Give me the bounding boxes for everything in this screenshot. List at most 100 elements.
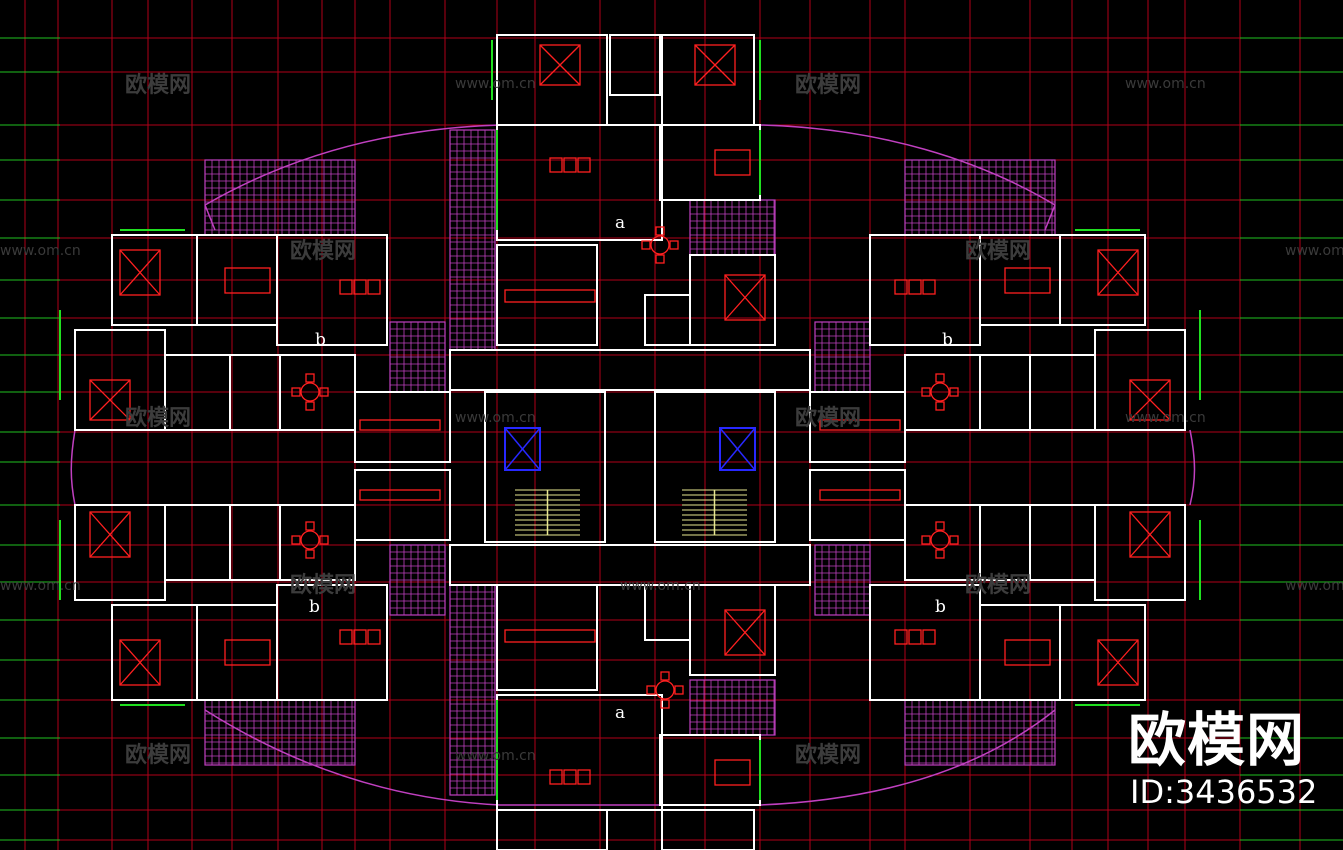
chair bbox=[305, 521, 315, 531]
watermark-logo: 欧模网 bbox=[290, 572, 356, 598]
watermark-url: www.om.cn bbox=[455, 76, 536, 92]
room-wall bbox=[979, 604, 1061, 701]
bed-line bbox=[119, 249, 161, 296]
chair bbox=[935, 401, 945, 411]
bed bbox=[539, 44, 581, 86]
chair bbox=[655, 254, 665, 264]
watermark-url: www.om.cn bbox=[1285, 578, 1343, 594]
bed bbox=[1097, 639, 1139, 686]
room-wall bbox=[1029, 504, 1096, 581]
room-wall bbox=[449, 349, 811, 391]
dining-table bbox=[655, 680, 675, 700]
bed-line bbox=[89, 511, 131, 558]
room-wall bbox=[279, 504, 356, 581]
unit-label-upper-right: b bbox=[942, 330, 953, 350]
sofa bbox=[894, 279, 908, 295]
sofa bbox=[908, 629, 922, 645]
sofa bbox=[353, 629, 367, 645]
dining-table bbox=[650, 235, 670, 255]
chair bbox=[935, 549, 945, 559]
chair bbox=[319, 387, 329, 397]
desk bbox=[224, 267, 271, 294]
chair bbox=[660, 699, 670, 709]
room-wall bbox=[449, 544, 811, 586]
chair bbox=[291, 387, 301, 397]
chair bbox=[291, 535, 301, 545]
room-wall bbox=[354, 391, 451, 463]
bed-line bbox=[1129, 511, 1171, 558]
unit-label-lower-left: b bbox=[309, 597, 320, 617]
chair bbox=[949, 387, 959, 397]
sofa bbox=[549, 157, 563, 173]
room-wall bbox=[196, 604, 278, 701]
hatch-area bbox=[204, 159, 356, 236]
counter bbox=[819, 489, 901, 501]
watermark-url: www.om.cn bbox=[455, 410, 536, 426]
sofa bbox=[563, 157, 577, 173]
room-wall bbox=[904, 504, 981, 581]
elevator-cross bbox=[719, 427, 756, 471]
chair bbox=[949, 535, 959, 545]
room-wall bbox=[979, 504, 1031, 581]
room-wall bbox=[164, 504, 231, 581]
room-wall bbox=[659, 734, 761, 806]
bed-line bbox=[694, 44, 736, 86]
room-wall bbox=[1059, 234, 1146, 326]
dining-table bbox=[300, 530, 320, 550]
bed bbox=[119, 249, 161, 296]
chair bbox=[305, 401, 315, 411]
sofa bbox=[894, 629, 908, 645]
room-wall bbox=[644, 294, 691, 346]
watermark-url: www.om.cn bbox=[620, 578, 701, 594]
room-wall bbox=[1059, 604, 1146, 701]
watermark-logo: 欧模网 bbox=[795, 742, 861, 768]
hatch-area bbox=[904, 699, 1056, 766]
watermark-url: www.om.cn bbox=[455, 748, 536, 764]
hatch-area bbox=[689, 199, 776, 256]
chair bbox=[646, 685, 656, 695]
bed-line bbox=[724, 274, 766, 321]
dining-table bbox=[930, 530, 950, 550]
hatch-area bbox=[904, 159, 1056, 236]
bed-line bbox=[89, 379, 131, 421]
counter bbox=[819, 419, 901, 431]
watermarks: 欧模网 欧模网 欧模网 欧模网 欧模网 欧模网 欧模网 欧模网 欧模网 欧模网 … bbox=[0, 72, 1343, 768]
furniture bbox=[89, 44, 1171, 786]
desk bbox=[1004, 639, 1051, 666]
room-wall bbox=[689, 254, 776, 346]
watermark-url: www.om.cn bbox=[1125, 76, 1206, 92]
sofa bbox=[577, 769, 591, 785]
dining-table bbox=[300, 382, 320, 402]
bed bbox=[119, 639, 161, 686]
unit-label-bottom: a bbox=[615, 703, 625, 723]
unit-label-upper-left: b bbox=[315, 330, 326, 350]
sofa bbox=[353, 279, 367, 295]
walls bbox=[74, 34, 1186, 850]
bed-line bbox=[1097, 639, 1139, 686]
sofa bbox=[367, 279, 381, 295]
desk bbox=[714, 149, 751, 176]
core bbox=[504, 427, 756, 536]
bed-line bbox=[1129, 379, 1171, 421]
room-wall bbox=[276, 584, 388, 701]
room-wall bbox=[1094, 504, 1186, 601]
sofa bbox=[922, 279, 936, 295]
sofa bbox=[367, 629, 381, 645]
room-wall bbox=[659, 124, 761, 201]
room-wall bbox=[496, 584, 598, 691]
desk bbox=[1004, 267, 1051, 294]
bed-line bbox=[119, 639, 161, 686]
chair bbox=[305, 373, 315, 383]
room-wall bbox=[809, 469, 906, 541]
room-wall bbox=[496, 244, 598, 346]
bed bbox=[694, 44, 736, 86]
counter bbox=[359, 489, 441, 501]
bed bbox=[1129, 379, 1171, 421]
room-wall bbox=[354, 469, 451, 541]
bed bbox=[1129, 511, 1171, 558]
room-wall bbox=[689, 584, 776, 676]
building-outline bbox=[70, 124, 1196, 806]
bed bbox=[724, 274, 766, 321]
sofa bbox=[577, 157, 591, 173]
chair bbox=[935, 373, 945, 383]
